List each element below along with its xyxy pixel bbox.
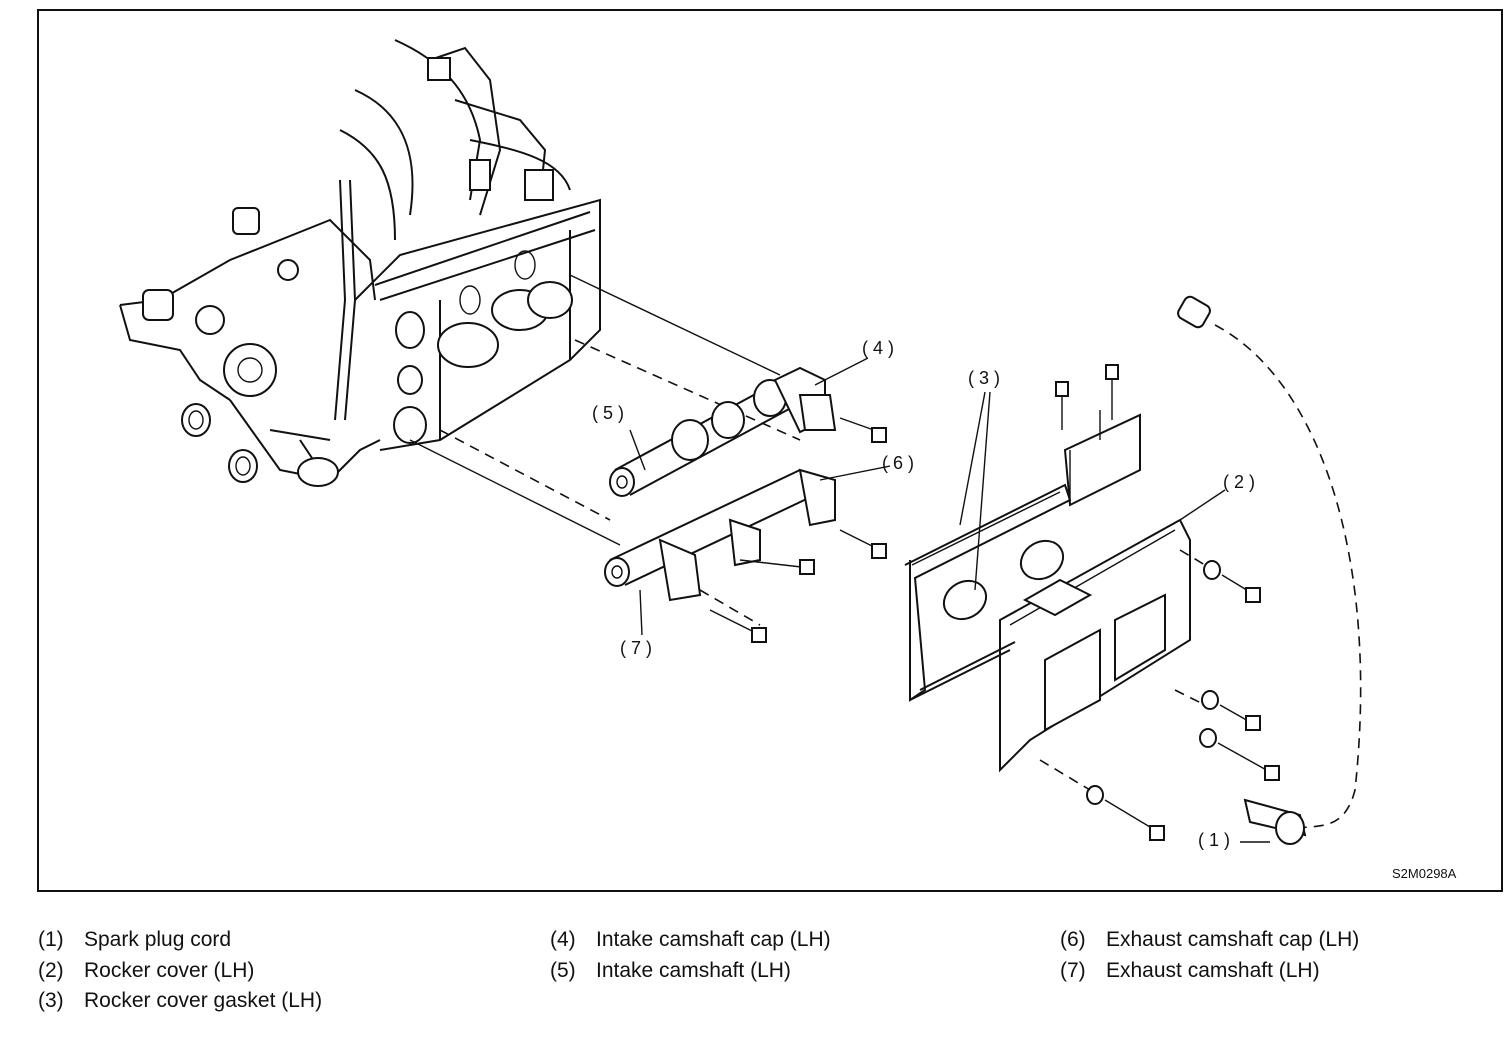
- legend-item: (7) Exhaust camshaft (LH): [1060, 959, 1359, 990]
- legend-column-1: (1)Spark plug cord (2)Rocker cover (LH) …: [38, 928, 322, 1020]
- legend-label: Rocker cover gasket (LH): [84, 989, 323, 1012]
- legend-label: Intake camshaft cap (LH): [596, 928, 831, 951]
- legend-number: (4): [550, 928, 576, 951]
- legend-number: (2): [38, 958, 64, 982]
- legend-number: (3): [38, 989, 64, 1012]
- intake-camshaft: [609, 366, 887, 497]
- callout-6: (6): [882, 453, 919, 473]
- legend-item: (6) Exhaust camshaft cap (LH): [1060, 928, 1359, 959]
- legend-item: (2) Rocker cover (LH): [38, 959, 322, 990]
- legend-label: Intake camshaft (LH): [596, 958, 791, 982]
- legend-number: (5): [550, 958, 576, 982]
- rocker-cover-gasket: [904, 483, 1072, 702]
- legend-label: Exhaust camshaft cap (LH): [1106, 928, 1360, 951]
- legend-label: Rocker cover (LH): [84, 958, 255, 982]
- legend-label: Exhaust camshaft (LH): [1106, 958, 1320, 982]
- legend-column-2: (4) Intake camshaft cap (LH) (5) Intake ca…: [550, 928, 831, 989]
- legend-item: (3) Rocker cover gasket (LH): [38, 989, 322, 1020]
- cover-bolts: [1039, 549, 1280, 841]
- legend-item: (4) Intake camshaft cap (LH): [550, 928, 831, 959]
- callout-1: (1): [1198, 830, 1235, 850]
- legend-number: (7): [1060, 958, 1086, 982]
- diagram-frame: [37, 9, 1503, 892]
- legend-number: (1): [38, 928, 64, 951]
- callout-3: (3): [968, 368, 1005, 388]
- exploded-view-drawing: [119, 39, 1362, 845]
- legend-item: (1) Spark plug cord: [38, 928, 322, 959]
- legend-column-3: (6) Exhaust camshaft cap (LH) (7) Exhaust …: [1060, 928, 1359, 989]
- engine-assembly: [119, 39, 601, 487]
- callout-4: (4): [862, 338, 899, 358]
- callout-5: (5): [592, 403, 629, 423]
- callout-leaders: [629, 357, 1226, 636]
- exhaust-camshaft: [604, 468, 887, 643]
- callout-2: (2): [1223, 472, 1260, 492]
- figure-code: S2M0298A: [1392, 866, 1457, 881]
- callout-7: (7): [620, 638, 657, 658]
- spark-plug-cord: [1177, 295, 1362, 845]
- legend-label: Spark plug cord: [84, 928, 232, 951]
- legend-number: (6): [1060, 928, 1086, 951]
- legend-item: (5) Intake camshaft (LH): [550, 959, 831, 990]
